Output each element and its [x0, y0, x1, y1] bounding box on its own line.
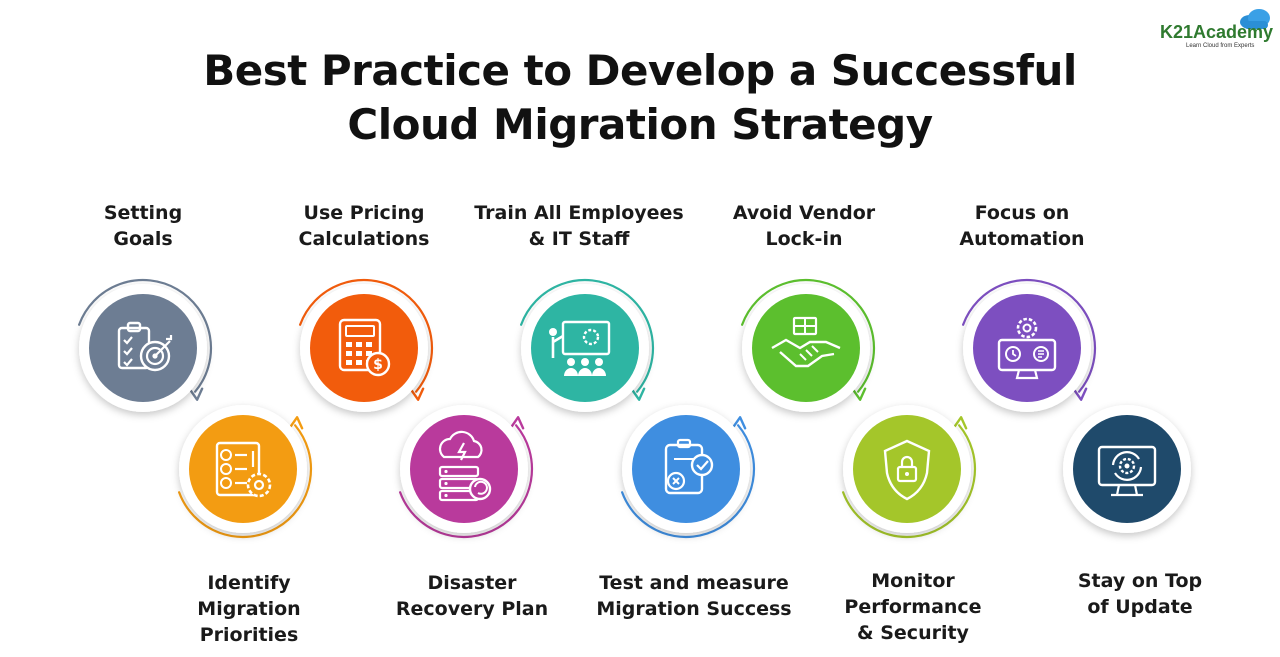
step-label-line: Migration Success — [596, 598, 792, 620]
step-label-line: Goals — [113, 228, 173, 250]
connector-pricing-calculations — [299, 278, 434, 393]
connector-arrowhead — [509, 416, 525, 430]
step-disc — [632, 415, 740, 523]
step-monitor-security — [843, 405, 971, 533]
step-pricing-calculations: $ — [300, 284, 428, 412]
connector-monitor-security — [842, 424, 977, 539]
step-label-line: Setting — [103, 202, 183, 224]
step-label-line: Calculations — [298, 228, 430, 250]
step-identify-priorities — [179, 405, 307, 533]
monitor-sync-icon — [1097, 445, 1157, 497]
connector-arrowhead — [731, 416, 747, 430]
handshake-icon — [771, 316, 841, 368]
step-label-line: of Update — [1087, 596, 1193, 618]
step-label-automation: Focus on Automation — [922, 200, 1122, 252]
shield-lock-icon — [883, 439, 931, 501]
step-label-line: Stay on Top — [1077, 570, 1203, 592]
step-disc — [973, 294, 1081, 402]
connector-arrowhead — [188, 387, 204, 401]
list-gear-icon — [215, 441, 272, 498]
step-label-train-employees: Train All Employees & IT Staff — [464, 200, 694, 252]
svg-text:$: $ — [373, 357, 383, 373]
step-label-line: Avoid Vendor — [732, 202, 876, 224]
step-disaster-recovery — [400, 405, 528, 533]
presentation-icon — [549, 320, 611, 376]
connector-arrowhead — [409, 387, 425, 401]
automation-monitor-icon — [997, 317, 1057, 380]
connector-avoid-lockin — [741, 278, 876, 393]
step-label-line: Lock-in — [765, 228, 843, 250]
step-test-measure — [622, 405, 750, 533]
brand-logo: K21Academy Learn Cloud from Experts — [1160, 8, 1274, 52]
connector-test-measure — [621, 424, 756, 539]
step-label-line: Test and measure — [599, 572, 789, 594]
connector-disaster-recovery — [399, 424, 534, 539]
step-train-employees — [521, 284, 649, 412]
step-label-line: Migration — [197, 598, 301, 620]
connector-arrowhead — [1072, 387, 1088, 401]
step-disc — [531, 294, 639, 402]
step-label-line: Automation — [959, 228, 1085, 250]
step-label-line: Focus on — [974, 202, 1070, 224]
server-storm-icon — [438, 430, 492, 502]
step-label-line: Disaster — [427, 572, 517, 594]
clipboard-target-icon — [117, 321, 173, 372]
page-title: Best Practice to Develop a Successful Cl… — [0, 44, 1280, 152]
step-disc — [410, 415, 518, 523]
step-label-line: Monitor — [871, 570, 955, 592]
connector-identify-priorities — [178, 424, 313, 539]
logo-tagline: Learn Cloud from Experts — [1186, 43, 1255, 49]
step-automation — [963, 284, 1091, 412]
title-line-2: Cloud Migration Strategy — [347, 100, 933, 149]
logo-brand: K21Academy — [1160, 22, 1274, 42]
step-label-stay-updated: Stay on Top of Update — [1050, 568, 1230, 620]
connector-arrowhead — [952, 416, 968, 430]
step-label-line: Use Pricing — [303, 202, 425, 224]
step-avoid-lockin — [742, 284, 870, 412]
step-label-line: Identify — [207, 572, 291, 594]
connector-arrowhead — [851, 387, 867, 401]
connector-arrowhead — [288, 416, 304, 430]
step-label-line: Recovery Plan — [395, 598, 549, 620]
calculator-dollar-icon: $ — [338, 318, 391, 377]
step-disc — [853, 415, 961, 523]
step-setting-goals — [79, 284, 207, 412]
connector-setting-goals — [78, 278, 213, 393]
step-label-line: Priorities — [199, 624, 299, 646]
title-line-1: Best Practice to Develop a Successful — [203, 46, 1077, 95]
step-stay-updated — [1063, 405, 1191, 533]
cloud-logo-icon — [1240, 9, 1270, 29]
connector-automation — [962, 278, 1097, 393]
connector-arrowhead — [630, 387, 646, 401]
step-label-line: Train All Employees — [474, 202, 684, 224]
checklist-icon — [664, 438, 714, 495]
step-disc — [752, 294, 860, 402]
step-label-line: & Security — [857, 622, 969, 644]
step-label-line: & IT Staff — [528, 228, 630, 250]
step-disc — [310, 294, 418, 402]
step-label-line: Performance — [844, 596, 982, 618]
connector-train-employees — [520, 278, 655, 393]
